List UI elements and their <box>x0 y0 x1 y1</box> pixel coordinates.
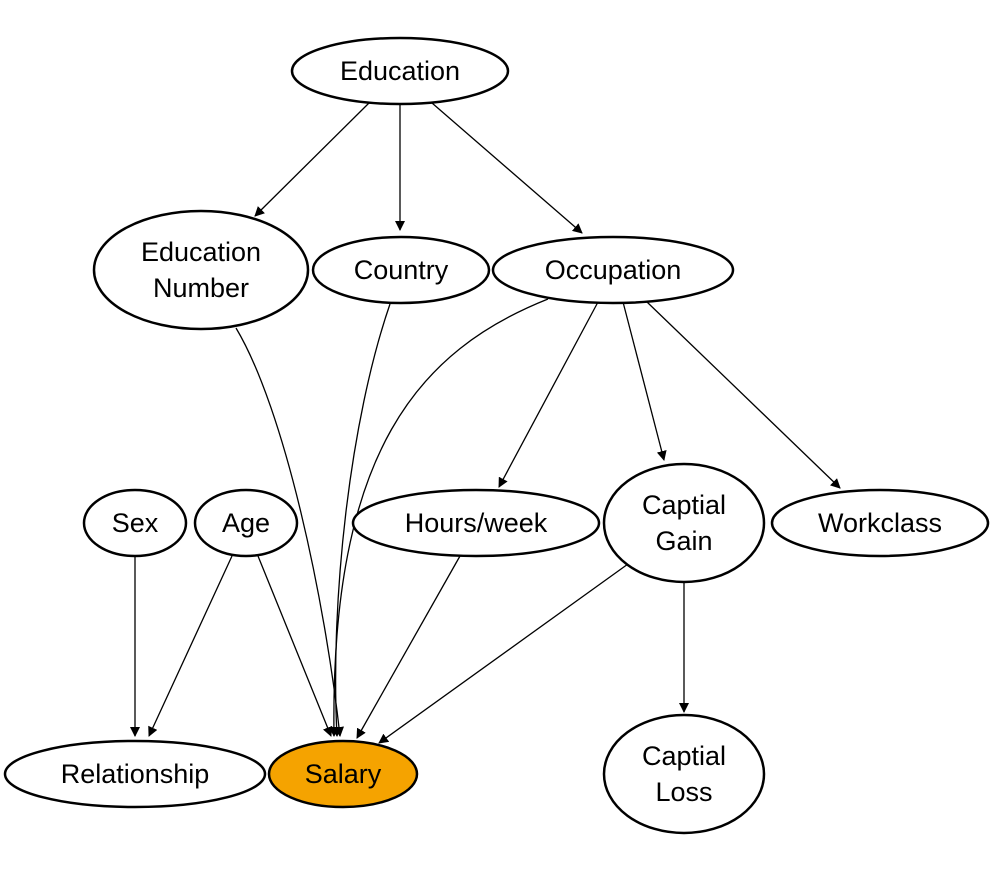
node-salary: Salary <box>267 739 419 809</box>
node-relationship-label-line-1: Relationship <box>61 759 210 789</box>
node-hours-week: Hours/week <box>351 488 601 558</box>
node-hours-week-label-line-1: Hours/week <box>405 508 548 538</box>
edge-education-to-occupation <box>431 102 583 234</box>
node-sex-label-line-1: Sex <box>112 508 159 538</box>
node-education-number-label-line-1: Education <box>141 237 261 267</box>
node-hours-week-ellipse <box>351 488 601 558</box>
node-education: Education <box>290 36 510 106</box>
node-salary-label-line-1: Salary <box>305 759 382 789</box>
node-occupation-ellipse <box>491 235 735 305</box>
edges-layer <box>130 102 841 744</box>
edge-capital-gain-to-salary <box>378 563 629 744</box>
node-sex-ellipse <box>82 488 188 558</box>
node-age-label-line-1: Age <box>222 508 270 538</box>
node-education-ellipse <box>290 36 510 106</box>
node-education-number-label-line-2: Number <box>153 273 249 303</box>
edge-age-to-relationship <box>148 555 233 737</box>
node-age-ellipse <box>193 488 299 558</box>
node-capital-loss-label-line-1: Captial <box>642 741 726 771</box>
edge-occupation-to-salary <box>328 298 549 737</box>
edge-occupation-to-hours-week <box>498 301 599 488</box>
node-capital-gain-ellipse <box>602 462 766 584</box>
edge-occupation-to-workclass <box>646 301 841 489</box>
node-country: Country <box>311 235 491 305</box>
node-capital-gain-label-line-1: Captial <box>642 490 726 520</box>
node-workclass: Workclass <box>770 488 990 558</box>
edge-age-to-salary <box>257 555 333 737</box>
edge-hours-week-to-salary <box>356 555 461 739</box>
node-workclass-label-line-1: Workclass <box>818 508 942 538</box>
node-sex: Sex <box>82 488 188 558</box>
node-education-number-ellipse <box>92 209 310 331</box>
edge-occupation-to-capital-gain <box>622 301 667 461</box>
node-country-label-line-1: Country <box>354 255 449 285</box>
node-capital-gain-label-line-2: Gain <box>655 526 712 556</box>
edge-education-number-to-salary <box>235 327 344 737</box>
node-capital-loss-ellipse <box>602 713 766 835</box>
edge-education-to-education-number <box>254 102 370 217</box>
node-occupation-label-line-1: Occupation <box>545 255 682 285</box>
node-country-ellipse <box>311 235 491 305</box>
node-relationship-ellipse <box>3 739 267 809</box>
node-occupation: Occupation <box>491 235 735 305</box>
node-age: Age <box>193 488 299 558</box>
edge-country-to-salary <box>331 303 391 737</box>
node-relationship: Relationship <box>3 739 267 809</box>
node-workclass-ellipse <box>770 488 990 558</box>
node-salary-ellipse <box>267 739 419 809</box>
node-education-label-line-1: Education <box>340 56 460 86</box>
node-capital-loss-label-line-2: Loss <box>655 777 712 807</box>
